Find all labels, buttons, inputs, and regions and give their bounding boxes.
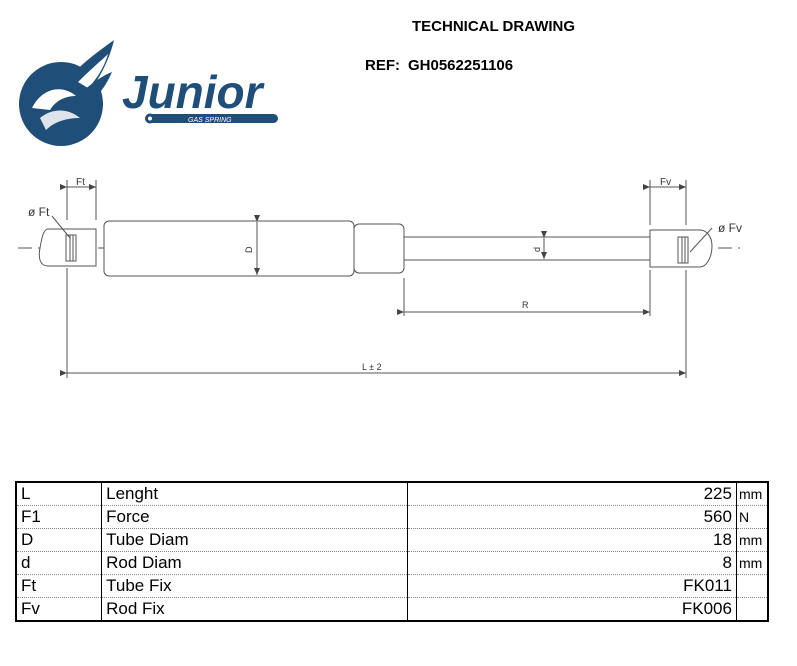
- spec-name: Rod Diam: [101, 551, 408, 575]
- rod: [403, 236, 651, 261]
- spec-symbol: Ft: [15, 574, 103, 598]
- spec-unit: N: [735, 505, 769, 529]
- spec-value: 225: [406, 481, 737, 506]
- logo-brand-text: Junior: [122, 66, 265, 118]
- spec-value: FK006: [406, 597, 737, 622]
- spec-symbol: L: [15, 481, 103, 506]
- label-fv: Fv: [660, 177, 671, 188]
- gas-spring-drawing: Ft Fv ø Ft ø Fv D d R L ± 2: [18, 177, 742, 378]
- tube-body: [103, 220, 355, 277]
- spec-symbol: Fv: [15, 597, 103, 622]
- spec-unit: [735, 597, 769, 622]
- spec-name: Tube Fix: [101, 574, 408, 598]
- spec-symbol: D: [15, 528, 103, 552]
- reference: REF: GH0562251106: [365, 57, 513, 74]
- spec-value: FK011: [406, 574, 737, 598]
- spec-name: Force: [101, 505, 408, 529]
- spec-symbol: F1: [15, 505, 103, 529]
- spec-value: 560: [406, 505, 737, 529]
- spec-value: 8: [406, 551, 737, 575]
- label-l: L ± 2: [362, 362, 382, 372]
- label-phi-fv: ø Fv: [718, 221, 742, 235]
- tube-seal: [353, 223, 405, 274]
- spec-value: 18: [406, 528, 737, 552]
- spec-unit: mm: [735, 481, 769, 506]
- page-title: TECHNICAL DRAWING: [412, 18, 576, 35]
- label-rod-diam: d: [532, 247, 542, 252]
- spec-name: Rod Fix: [101, 597, 408, 622]
- spec-unit: mm: [735, 551, 769, 575]
- reference-value: GH0562251106: [408, 57, 514, 74]
- label-tube-diam: D: [244, 246, 254, 253]
- logo-tagline-text: GAS SPRING: [188, 117, 232, 124]
- logo-rod: [145, 113, 278, 124]
- label-r: R: [522, 300, 529, 310]
- spec-unit: mm: [735, 528, 769, 552]
- label-phi-ft: ø Ft: [28, 205, 50, 219]
- eagle-emblem-icon: [19, 40, 114, 146]
- spec-name: Tube Diam: [101, 528, 408, 552]
- spec-name: Lenght: [101, 481, 408, 506]
- spec-symbol: d: [15, 551, 103, 575]
- spec-unit: [735, 574, 769, 598]
- junior-logo: Junior GAS SPRING: [19, 40, 278, 146]
- label-ft: Ft: [76, 177, 85, 188]
- reference-label: REF:: [365, 57, 400, 74]
